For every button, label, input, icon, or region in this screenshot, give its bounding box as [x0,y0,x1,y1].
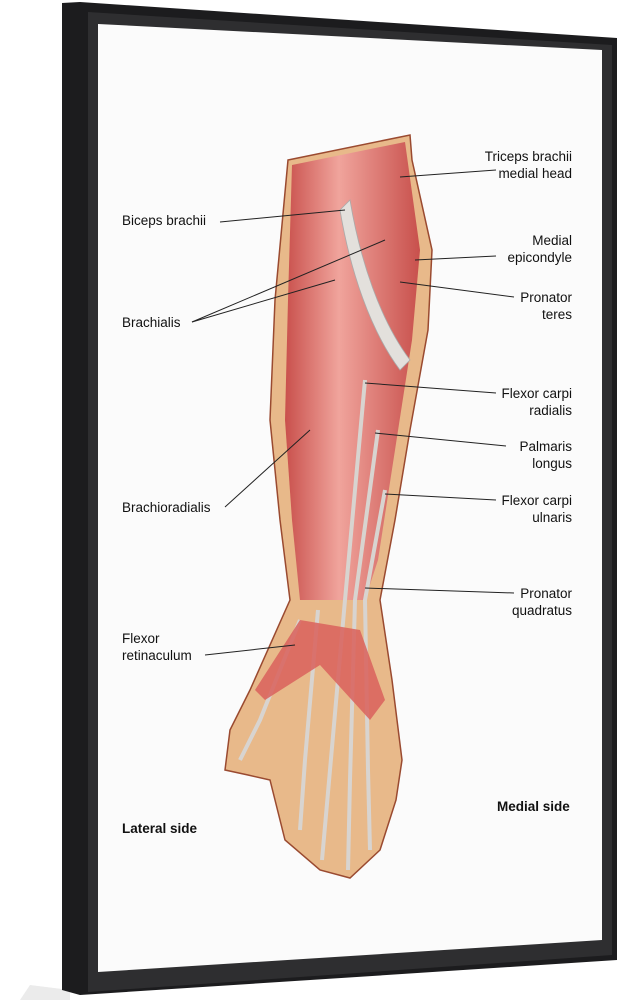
label-flexor-carpi-ulnaris: Flexor carpi ulnaris [440,492,572,526]
label-line: Pronator [520,586,572,601]
label-brachioradialis: Brachioradialis [122,500,211,515]
label-medial-side: Medial side [497,799,570,814]
label-line: longus [532,456,572,471]
label-lateral-side: Lateral side [122,821,198,836]
label-line: Palmaris [519,439,572,454]
label-line: radialis [529,403,572,418]
label-line: medial head [498,166,572,181]
label-medial-epicondyle: Medial epicondyle [440,232,572,266]
label-flexor-retinaculum: Flexor retinaculum [122,630,192,664]
forearm-muscles [285,142,420,600]
label-line: Triceps brachii [484,149,572,164]
label-line: teres [541,307,572,322]
label-palmaris-longus: Palmaris longus [440,438,572,472]
leader-lines [191,169,515,656]
retinaculum [255,620,385,720]
biceps-tendon [339,199,411,371]
label-pronator-teres: Pronator teres [440,289,572,323]
forearm-illustration [224,134,433,879]
label-brachialis: Brachialis [122,315,181,330]
label-line: Flexor [122,631,160,646]
label-line: Flexor carpi [501,493,572,508]
label-line: retinaculum [122,648,192,663]
label-line: Pronator [520,290,572,305]
label-line: Medial [532,233,572,248]
label-line: epicondyle [507,250,572,265]
label-flexor-carpi-radialis: Flexor carpi radialis [440,385,572,419]
label-line: ulnaris [532,510,572,525]
label-line: quadratus [511,603,572,618]
label-line: Flexor carpi [501,386,572,401]
label-pronator-quadratus: Pronator quadratus [440,585,572,619]
label-biceps: Biceps brachii [122,213,207,228]
label-triceps: Triceps brachii medial head [440,148,572,182]
